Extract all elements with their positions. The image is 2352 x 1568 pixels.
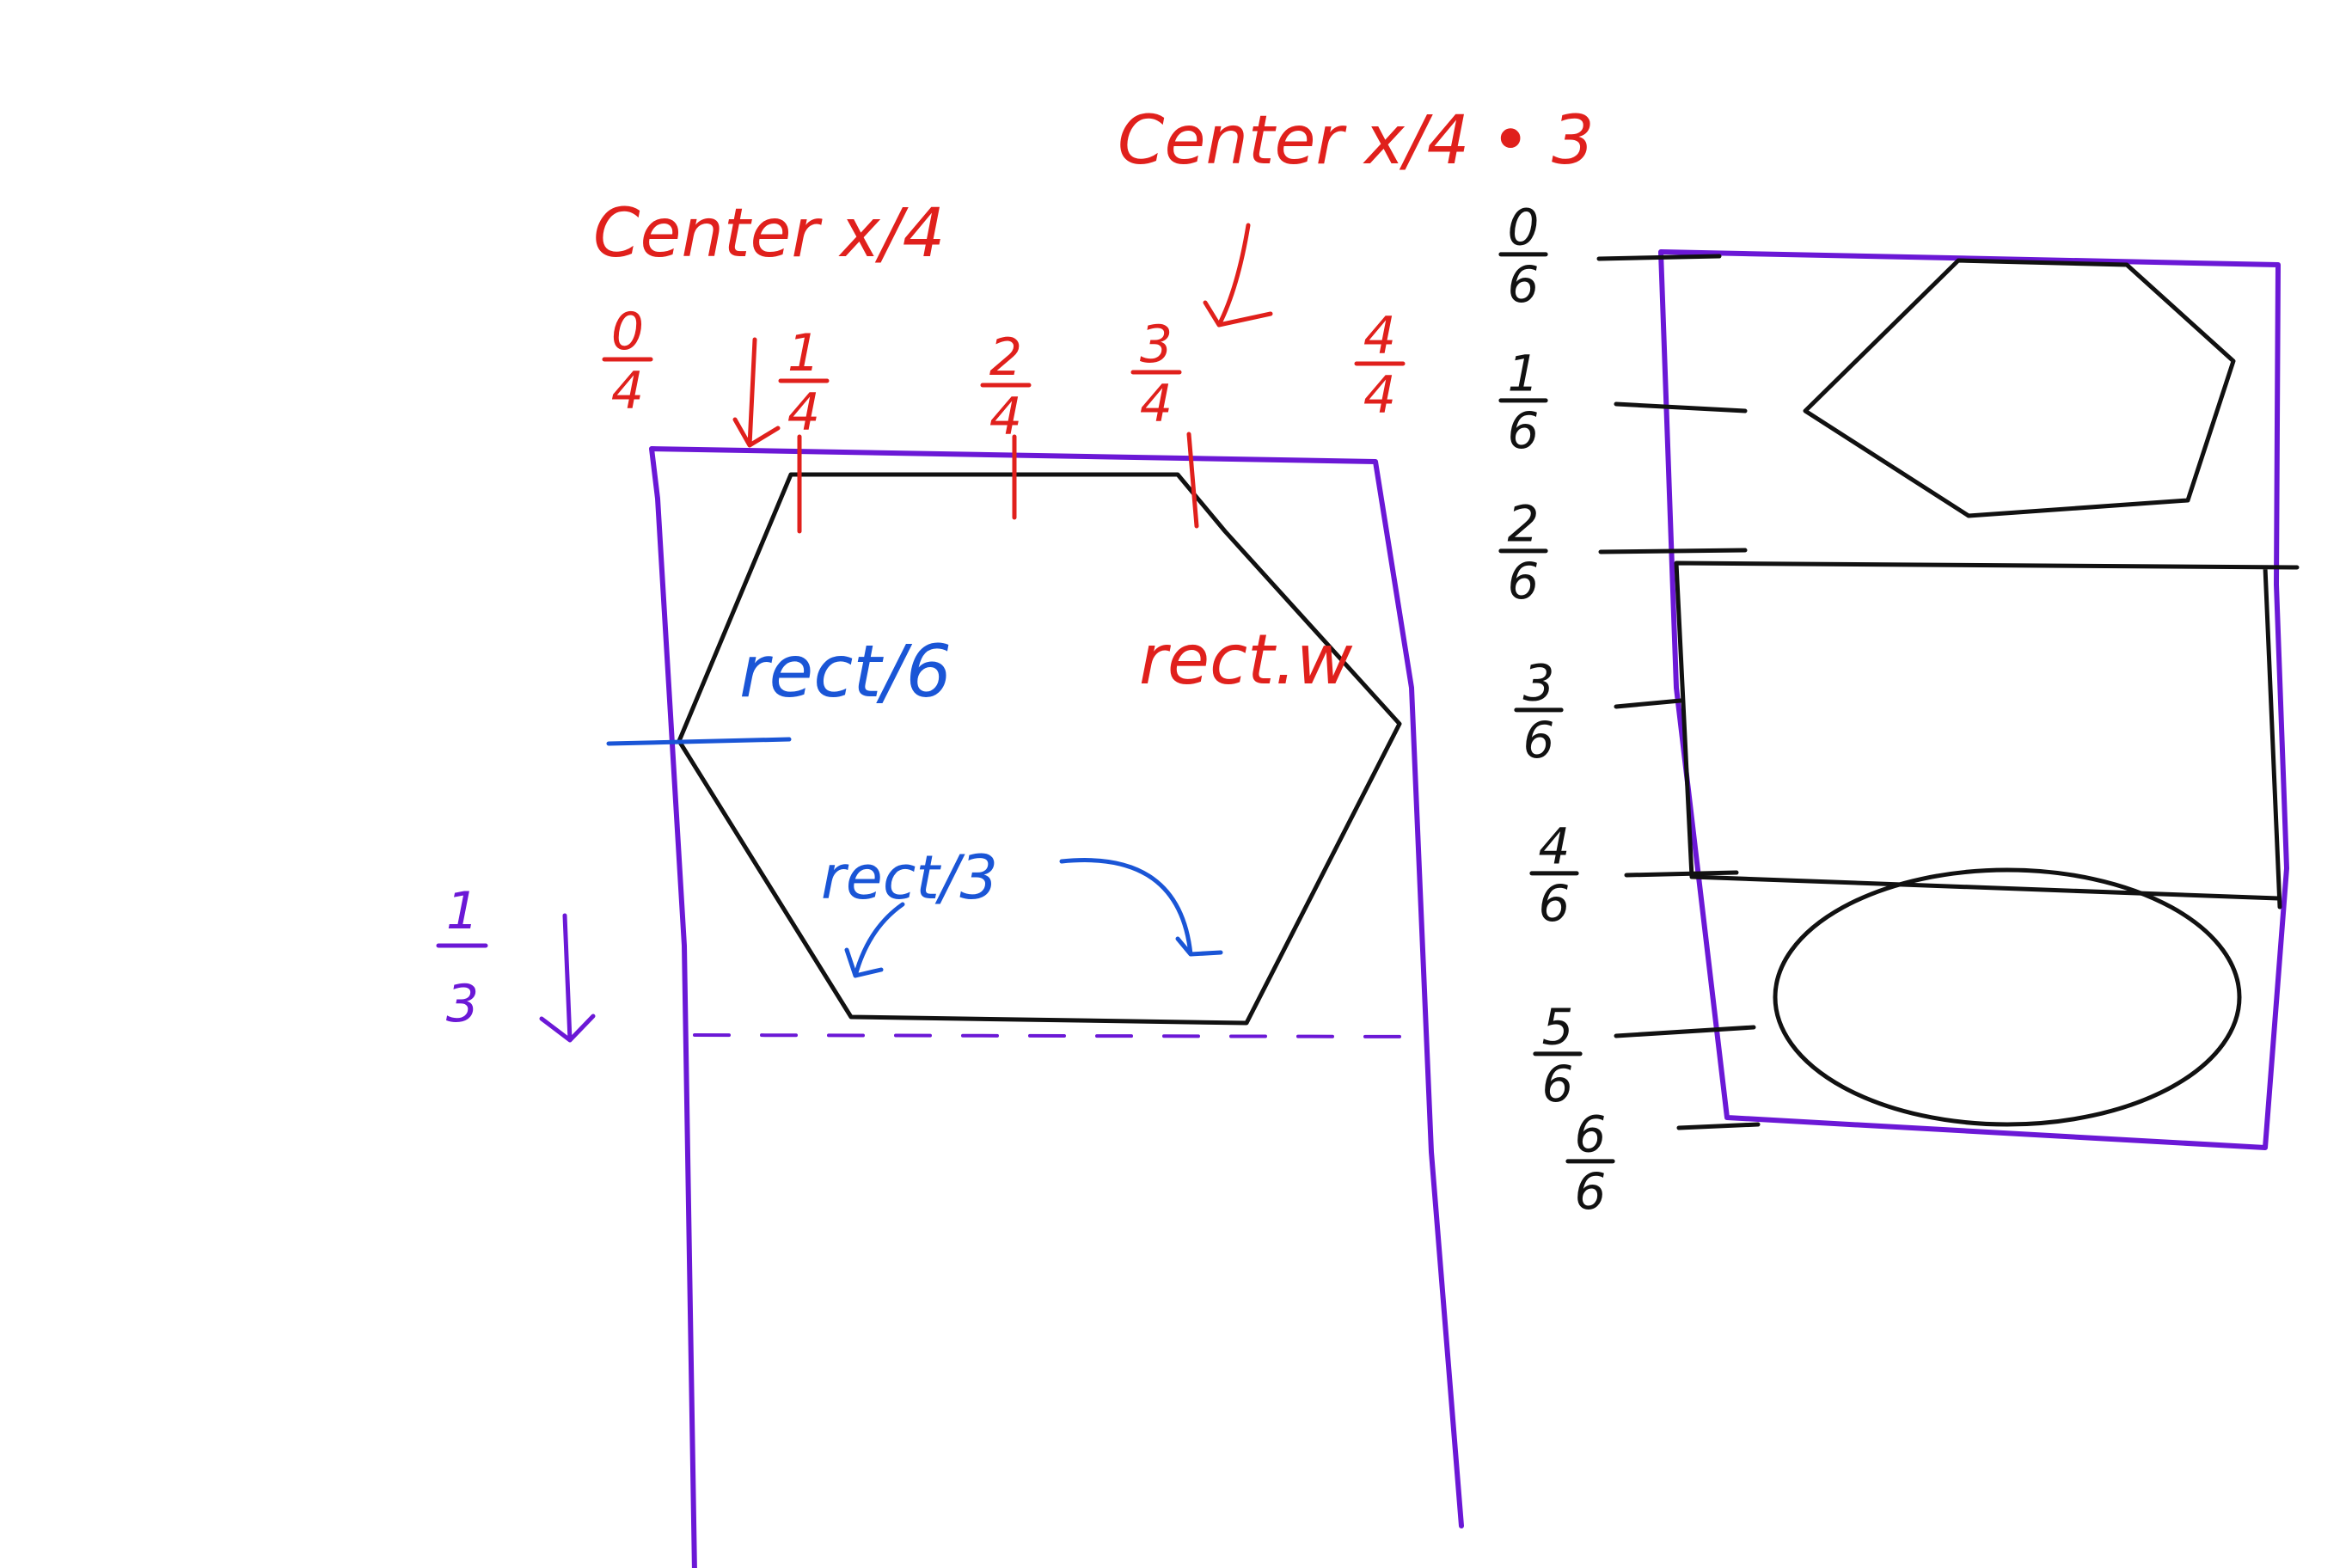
- y-fraction-5-num: 5: [1542, 997, 1574, 1056]
- x-fraction-0: 04: [602, 302, 653, 421]
- x-fraction-4-num: 4: [1363, 306, 1396, 366]
- right-figure: [1596, 249, 2300, 1150]
- y-fraction-5-den: 6: [1542, 1055, 1574, 1113]
- x-fraction-1-den: 4: [787, 383, 820, 443]
- y-fraction-6: 66: [1565, 1105, 1615, 1221]
- y-fraction-1-num: 1: [1508, 344, 1540, 402]
- y-fraction-0: 06: [1498, 198, 1548, 314]
- x-fraction-4-den: 4: [1363, 365, 1396, 426]
- x-fraction-3: 34: [1130, 315, 1182, 434]
- x-fraction-0-num: 0: [611, 302, 644, 362]
- label-rect-third: rect/3: [821, 842, 998, 913]
- label-rect-sixth: rect/6: [739, 629, 952, 714]
- x-fraction-1-num: 1: [787, 323, 820, 383]
- sixth-tick: [606, 737, 792, 746]
- third-fraction: 1 3: [436, 881, 488, 1034]
- y-fraction-2-den: 6: [1508, 552, 1540, 610]
- label-center-quarter: Center x/4: [593, 195, 945, 273]
- y-fraction-3: 36: [1514, 653, 1564, 769]
- third-frac-num: 1: [446, 881, 479, 941]
- pentagon: [1803, 258, 2236, 518]
- y-fraction-1: 16: [1498, 344, 1548, 460]
- y-fraction-3-den: 6: [1523, 711, 1555, 769]
- y-fraction-2: 26: [1498, 494, 1548, 610]
- y-fraction-4-den: 6: [1539, 874, 1571, 933]
- inner-rectangle: [1674, 560, 2300, 910]
- x-fraction-2: 24: [980, 328, 1032, 447]
- y-fraction-3-num: 3: [1523, 653, 1555, 712]
- hexagon: [677, 472, 1402, 1026]
- y-fraction-4-num: 4: [1539, 817, 1571, 875]
- y-fraction-4: 46: [1529, 817, 1579, 933]
- x-fraction-4: 44: [1354, 306, 1406, 426]
- x-fraction-2-den: 4: [989, 387, 1022, 447]
- x-fraction-2-num: 2: [989, 328, 1022, 388]
- x-fraction-3-num: 3: [1140, 315, 1173, 375]
- arrow-third-down: [539, 913, 596, 1043]
- y-fraction-1-den: 6: [1508, 401, 1540, 460]
- y-fraction-6-num: 6: [1575, 1105, 1607, 1163]
- quarter-ticks: [797, 432, 1199, 534]
- arrow-three-quarter: [1203, 223, 1273, 328]
- arrow-quarter: [732, 337, 781, 448]
- x-fraction-0-den: 4: [611, 361, 644, 421]
- arrow-rect-third-right: [1059, 858, 1223, 957]
- sixth-ticks: [1596, 254, 1761, 1130]
- label-rect-width: rect.w: [1139, 620, 1353, 700]
- left-outer-box: [649, 446, 1464, 1568]
- ellipse: [1773, 867, 2242, 1127]
- y-fraction-0-num: 0: [1508, 198, 1540, 256]
- y-fraction-2-num: 2: [1508, 494, 1540, 553]
- left-figure: [606, 432, 1464, 1568]
- arrow-rect-third-left: [844, 902, 905, 978]
- third-frac-den: 3: [446, 974, 479, 1034]
- right-outer-box: [1658, 249, 2289, 1150]
- y-fraction-6-den: 6: [1575, 1162, 1607, 1221]
- y-fraction-0-den: 6: [1508, 255, 1540, 314]
- x-fraction-3-den: 4: [1140, 374, 1173, 434]
- third-dashed-line: [693, 1033, 1433, 1038]
- x-fraction-1: 14: [778, 323, 830, 443]
- label-center-three-quarter: Center x/4 • 3: [1118, 102, 1595, 180]
- y-fraction-5: 56: [1533, 997, 1583, 1113]
